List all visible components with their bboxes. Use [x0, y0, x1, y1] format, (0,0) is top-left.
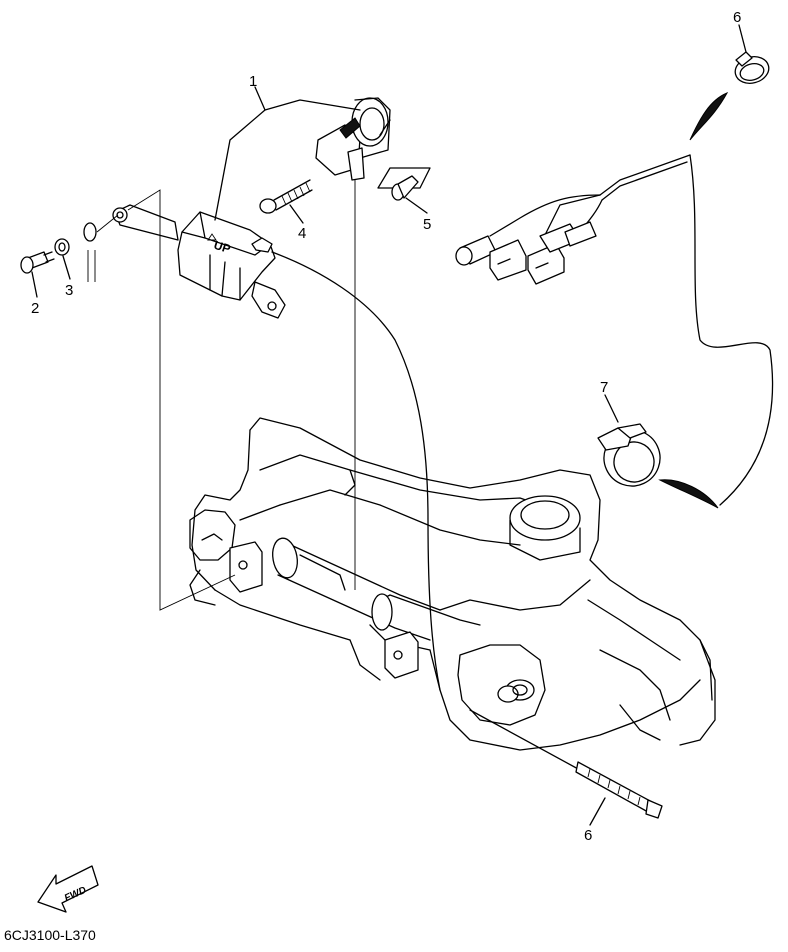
callout-3: 3 [65, 282, 73, 299]
diagram-code: 6CJ3100-L370 [4, 927, 96, 943]
alignment-lines [96, 160, 356, 611]
callout-7: 7 [600, 379, 608, 396]
callout-4: 4 [298, 225, 306, 242]
hose-clamp-part-6-top [734, 51, 770, 84]
sensor-up-marking: UP [212, 238, 232, 256]
wire-harness [455, 154, 774, 506]
screw-part-4 [259, 179, 313, 214]
hose-clamp-part-7 [597, 423, 661, 487]
washer-part-3 [54, 238, 70, 256]
callout-2: 2 [31, 300, 39, 317]
callout-1: 1 [249, 73, 257, 90]
bracket-assembly [189, 417, 716, 751]
collar-part-5 [377, 167, 431, 201]
bolt-part-2 [20, 251, 55, 274]
callout-5: 5 [423, 216, 431, 233]
sensor-cable [271, 251, 441, 691]
arrows [658, 91, 729, 509]
spring-washer [83, 222, 97, 282]
sensor-lever [315, 97, 391, 181]
callout-6-top: 6 [733, 9, 741, 26]
cable-tie-part-6-bottom [469, 709, 663, 819]
trim-sensor-part-1: UP [112, 204, 286, 319]
leader-lines [31, 24, 747, 826]
fwd-direction-arrow: FWD [37, 865, 99, 913]
callout-6-bottom: 6 [584, 827, 592, 844]
